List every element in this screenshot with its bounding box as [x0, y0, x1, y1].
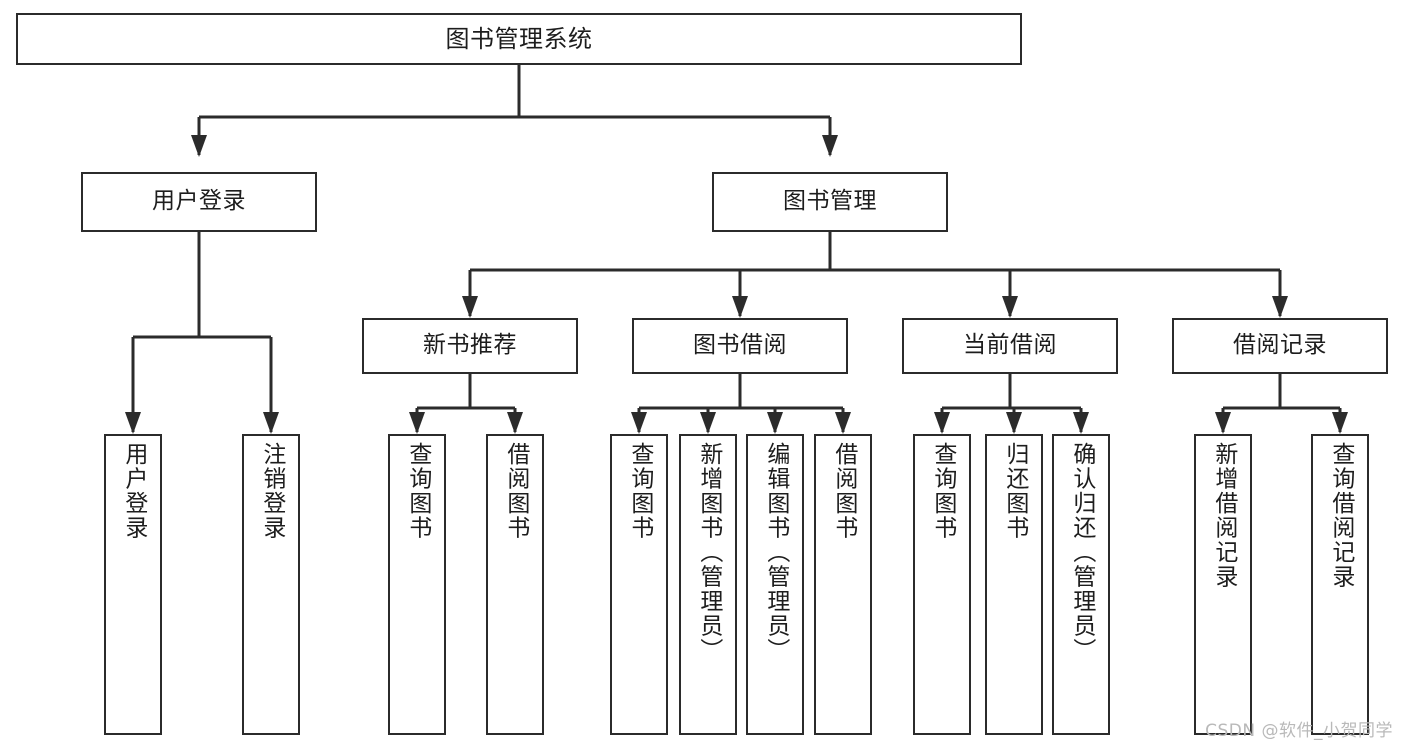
node-label: 编辑图书（管理员） [762, 442, 789, 663]
node-root[interactable]: 图书管理系统 [16, 13, 1022, 65]
watermark: CSDN @软件_小贺同学 [1205, 721, 1393, 741]
node-leaf-add-borrow-record[interactable]: 新增借阅记录 [1194, 434, 1252, 735]
node-label: 图书管理 [783, 188, 877, 215]
node-leaf-user-login[interactable]: 用户登录 [104, 434, 162, 735]
node-leaf-logout[interactable]: 注销登录 [242, 434, 300, 735]
node-leaf-return-book[interactable]: 归还图书 [985, 434, 1043, 735]
node-label: 查询图书 [404, 442, 431, 540]
node-leaf-query-borrow-record[interactable]: 查询借阅记录 [1311, 434, 1369, 735]
node-leaf-query-book-current[interactable]: 查询图书 [913, 434, 971, 735]
node-label: 借阅图书 [830, 442, 857, 540]
node-borrow-records[interactable]: 借阅记录 [1172, 318, 1388, 374]
node-new-book-recommend[interactable]: 新书推荐 [362, 318, 578, 374]
node-label: 查询图书 [626, 442, 653, 540]
node-leaf-query-book-recommend[interactable]: 查询图书 [388, 434, 446, 735]
node-label: 用户登录 [120, 442, 147, 540]
node-label: 查询图书 [929, 442, 956, 540]
node-label: 图书管理系统 [445, 24, 593, 53]
node-label: 用户登录 [152, 188, 246, 215]
node-label: 查询借阅记录 [1327, 442, 1354, 589]
node-label: 借阅记录 [1233, 332, 1327, 359]
node-book-management[interactable]: 图书管理 [712, 172, 948, 232]
node-label: 借阅图书 [502, 442, 529, 540]
node-user-login[interactable]: 用户登录 [81, 172, 317, 232]
node-book-borrow[interactable]: 图书借阅 [632, 318, 848, 374]
node-leaf-edit-book-admin[interactable]: 编辑图书（管理员） [746, 434, 804, 735]
node-leaf-add-book-admin[interactable]: 新增图书（管理员） [679, 434, 737, 735]
node-leaf-confirm-return-admin[interactable]: 确认归还（管理员） [1052, 434, 1110, 735]
node-current-borrow[interactable]: 当前借阅 [902, 318, 1118, 374]
node-leaf-borrow-book[interactable]: 借阅图书 [814, 434, 872, 735]
node-label: 归还图书 [1001, 442, 1028, 540]
node-leaf-borrow-book-recommend[interactable]: 借阅图书 [486, 434, 544, 735]
node-label: 注销登录 [258, 442, 285, 540]
node-label: 当前借阅 [963, 332, 1057, 359]
node-label: 新增图书（管理员） [695, 442, 722, 663]
node-label: 新增借阅记录 [1210, 442, 1237, 589]
node-label: 确认归还（管理员） [1068, 442, 1095, 663]
node-leaf-query-book-borrow[interactable]: 查询图书 [610, 434, 668, 735]
node-label: 新书推荐 [423, 332, 517, 359]
node-label: 图书借阅 [693, 332, 787, 359]
